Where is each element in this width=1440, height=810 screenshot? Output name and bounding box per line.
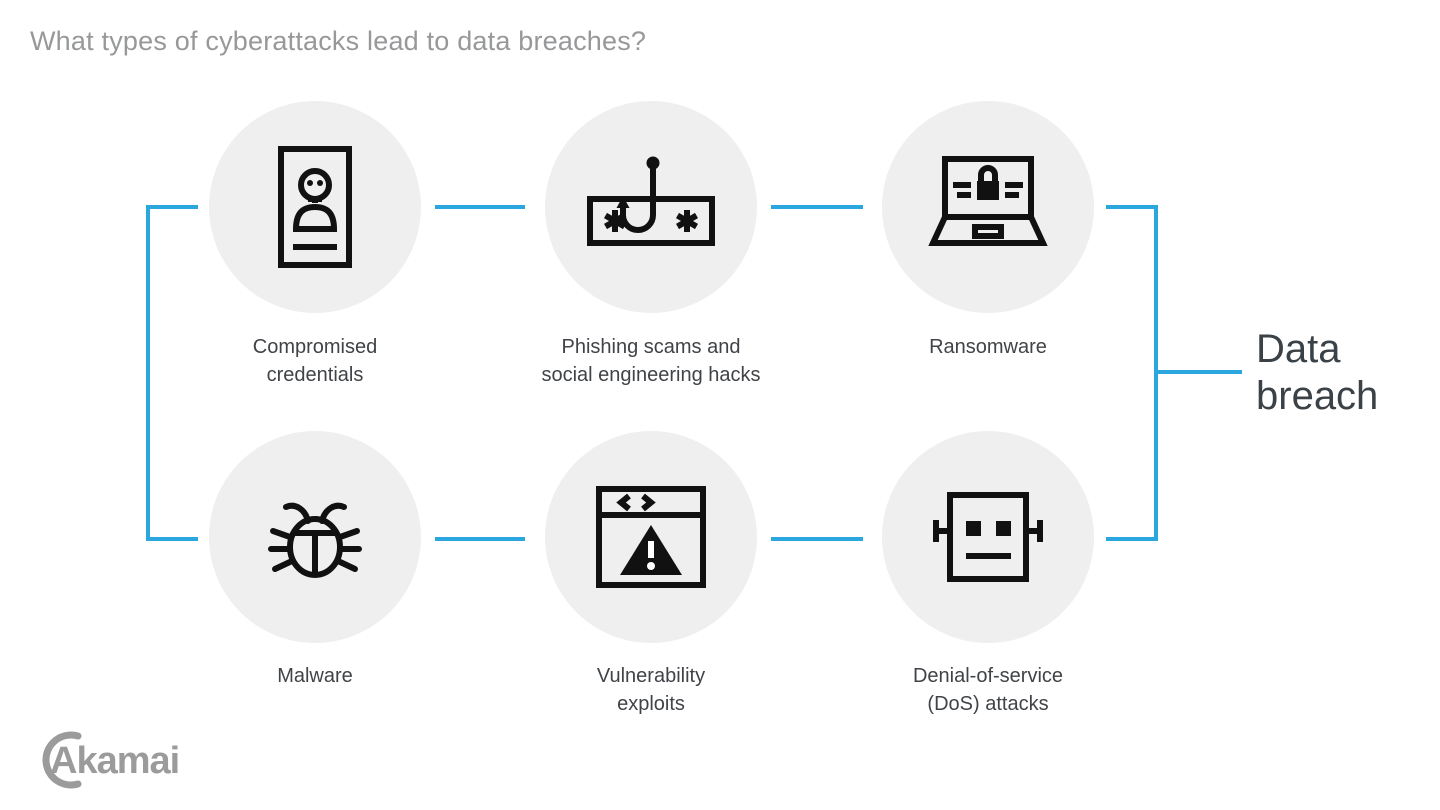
id-card-skull-icon <box>267 145 363 269</box>
node-label-phishing: Phishing scams and social engineering ha… <box>541 336 761 386</box>
connector-row2-seg2 <box>771 537 863 541</box>
browser-warning-icon <box>593 485 709 589</box>
connector-left-vertical <box>146 205 150 541</box>
node-label-vulnerability-exploits: Vulnerability exploits <box>596 665 706 715</box>
node-label-dos-attacks: Denial-of-service (DoS) attacks <box>912 665 1064 715</box>
node-dos-attacks <box>882 431 1094 643</box>
akamai-swoosh-icon <box>42 731 82 789</box>
result-label: Data breach <box>1256 327 1379 419</box>
connector-row1-seg1 <box>435 205 525 209</box>
connector-result-arm <box>1154 370 1242 374</box>
node-malware <box>209 431 421 643</box>
brand-wordmark: Akamai <box>50 740 180 782</box>
connector-left-stub-top <box>146 205 198 209</box>
bug-icon <box>263 485 367 589</box>
node-ransomware <box>882 101 1094 313</box>
connector-left-stub-bottom <box>146 537 198 541</box>
node-phishing <box>545 101 757 313</box>
node-label-malware: Malware <box>277 665 353 687</box>
page-title: What types of cyberattacks lead to data … <box>30 26 647 56</box>
robot-head-icon <box>930 485 1046 589</box>
password-fish-hook-icon <box>585 155 717 259</box>
connector-right-stub-top <box>1106 205 1158 209</box>
node-label-ransomware: Ransomware <box>929 336 1047 358</box>
connector-row1-seg2 <box>771 205 863 209</box>
laptop-lock-icon <box>922 155 1054 259</box>
brand-logo: Akamai <box>28 726 248 790</box>
node-vulnerability-exploits <box>545 431 757 643</box>
connector-row2-seg1 <box>435 537 525 541</box>
node-label-compromised-credentials: Compromised credentials <box>252 336 378 386</box>
node-compromised-credentials <box>209 101 421 313</box>
connector-right-stub-bottom <box>1106 537 1158 541</box>
